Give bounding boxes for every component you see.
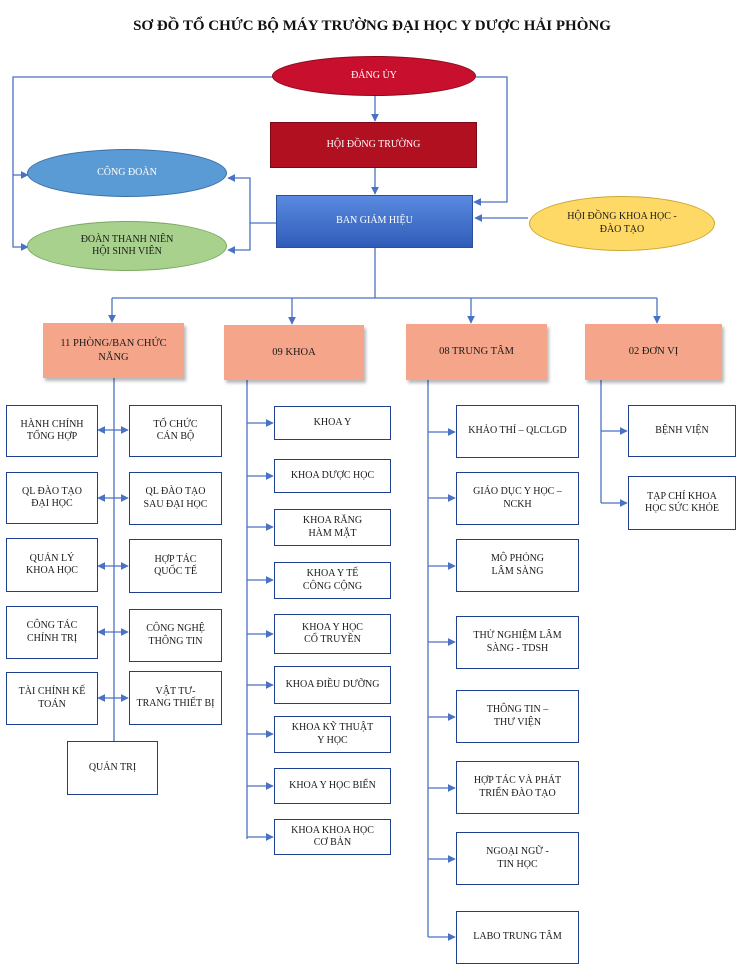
group-departments: 11 PHÒNG/BAN CHỨC NĂNG	[43, 323, 184, 378]
dept-left: TÀI CHÍNH KẾ TOÁN	[6, 672, 98, 725]
center-box: THỬ NGHIỆM LÂM SÀNG - TDSH	[456, 616, 579, 669]
group-centers: 08 TRUNG TÂM	[406, 324, 547, 380]
party-committee-node: ĐẢNG ỦY	[272, 56, 476, 96]
center-box: LABO TRUNG TÂM	[456, 911, 579, 964]
faculty-box: KHOA Y	[274, 406, 391, 440]
faculty-box: KHOA Y TẾ CÔNG CỘNG	[274, 562, 391, 599]
center-box: GIÁO DỤC Y HỌC – NCKH	[456, 472, 579, 525]
group-units: 02 ĐƠN VỊ	[585, 324, 722, 380]
trade-union-node: CÔNG ĐOÀN	[27, 149, 227, 197]
dept-right: HỢP TÁC QUỐC TẾ	[129, 539, 222, 593]
science-council-node: HỘI ĐỒNG KHOA HỌC - ĐÀO TẠO	[529, 196, 715, 251]
connector	[227, 223, 251, 254]
connector	[227, 174, 276, 224]
center-box: NGOẠI NGỮ - TIN HỌC	[456, 832, 579, 885]
center-box: MÔ PHỎNG LÂM SÀNG	[456, 539, 579, 592]
group-faculties: 09 KHOA	[224, 325, 364, 380]
dept-general-affairs: QUẢN TRỊ	[67, 741, 158, 795]
connector	[473, 76, 508, 206]
center-box: KHẢO THÍ – QLCLGD	[456, 405, 579, 458]
dept-right: CÔNG NGHỆ THÔNG TIN	[129, 609, 222, 662]
youth-union-node: ĐOÀN THANH NIÊN HỘI SINH VIÊN	[27, 221, 227, 271]
dept-left: QL ĐÀO TẠO ĐẠI HỌC	[6, 472, 98, 524]
faculty-box: KHOA KHOA HỌC CƠ BẢN	[274, 819, 391, 855]
faculty-box: KHOA Y HỌC BIỂN	[274, 768, 391, 804]
dept-left: QUẢN LÝ KHOA HỌC	[6, 538, 98, 592]
connector	[12, 76, 273, 251]
dept-left: CÔNG TÁC CHÍNH TRỊ	[6, 606, 98, 659]
dept-left: HÀNH CHÍNH TỔNG HỢP	[6, 405, 98, 457]
center-box: THÔNG TIN – THƯ VIỆN	[456, 690, 579, 743]
faculty-box: KHOA ĐIỀU DƯỠNG	[274, 666, 391, 704]
dept-right: VẬT TƯ- TRANG THIẾT BỊ	[129, 671, 222, 725]
dept-right: TỔ CHỨC CÁN BỘ	[129, 405, 222, 457]
page-title: SƠ ĐỒ TỔ CHỨC BỘ MÁY TRƯỜNG ĐẠI HỌC Y DƯ…	[133, 18, 611, 34]
center-box: HỢP TÁC VÀ PHÁT TRIỂN ĐÀO TẠO	[456, 761, 579, 814]
rector-board-node: BAN GIÁM HIỆU	[276, 195, 473, 248]
university-council-node: HỘI ĐỒNG TRƯỜNG	[270, 122, 477, 168]
faculty-box: KHOA RĂNG HÀM MẶT	[274, 509, 391, 546]
faculty-box: KHOA DƯỢC HỌC	[274, 459, 391, 493]
faculty-box: KHOA Y HỌC CỔ TRUYỀN	[274, 614, 391, 654]
faculty-box: KHOA KỸ THUẬT Y HỌC	[274, 716, 391, 753]
unit-box: BỆNH VIỆN	[628, 405, 736, 457]
dept-right: QL ĐÀO TẠO SAU ĐẠI HỌC	[129, 472, 222, 525]
unit-box: TẠP CHÍ KHOA HỌC SỨC KHỎE	[628, 476, 736, 530]
